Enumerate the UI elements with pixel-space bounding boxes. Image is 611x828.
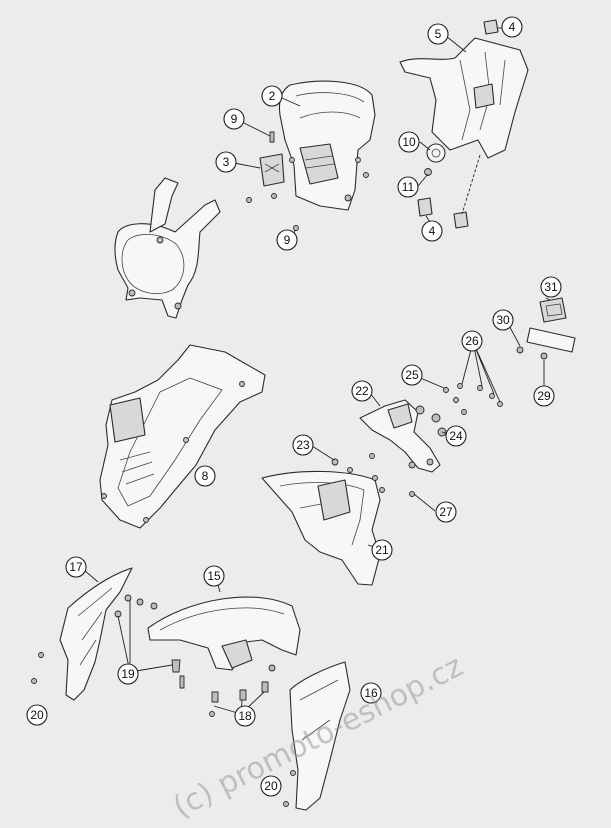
callout-10: 10 — [398, 131, 420, 153]
callout-24-label: 24 — [449, 429, 463, 443]
callout-22: 22 — [351, 380, 373, 402]
callout-2: 2 — [261, 85, 283, 107]
callout-31: 31 — [540, 276, 562, 298]
callout-19-label: 19 — [121, 667, 135, 681]
callout-22-label: 22 — [355, 384, 369, 398]
fasteners-18 — [209, 681, 269, 717]
callout-19: 19 — [117, 663, 139, 685]
callout-3: 3 — [215, 151, 237, 173]
callout-16: 16 — [360, 682, 382, 704]
callout-2-label: 2 — [269, 89, 276, 103]
callout-27: 27 — [435, 501, 457, 523]
callout-9-top: 9 — [223, 108, 245, 130]
instrument-holder — [399, 37, 529, 159]
fasteners-19 — [114, 594, 185, 689]
switch-10-11 — [424, 143, 446, 176]
callout-18-label: 18 — [238, 709, 252, 723]
callout-29: 29 — [533, 385, 555, 407]
callout-5: 5 — [427, 23, 449, 45]
small-bracket-3 — [259, 153, 285, 187]
rubber-parts-4 — [417, 19, 499, 229]
callout-15: 15 — [203, 565, 225, 587]
callout-8: 8 — [194, 465, 216, 487]
callout-10-label: 10 — [402, 135, 416, 149]
license-plate-light-holder — [516, 327, 576, 360]
callout-18: 18 — [234, 705, 256, 727]
callout-25: 25 — [401, 364, 423, 386]
callout-20-left: 20 — [26, 704, 48, 726]
callout-16-label: 16 — [364, 686, 378, 700]
side-panel-left — [31, 567, 133, 701]
callout-4-top: 4 — [501, 16, 523, 38]
callout-21-label: 21 — [375, 543, 389, 557]
headlight-bracket — [114, 177, 221, 319]
callout-11: 11 — [397, 176, 419, 198]
callout-23-label: 23 — [296, 438, 310, 452]
callout-20-left-label: 20 — [30, 708, 44, 722]
callout-27-label: 27 — [439, 505, 453, 519]
callout-4-top-label: 4 — [509, 20, 516, 34]
callout-29-label: 29 — [537, 389, 551, 403]
bolts-26 — [443, 383, 503, 415]
callout-30-label: 30 — [496, 313, 510, 327]
callout-15-label: 15 — [207, 569, 221, 583]
callout-9-top-label: 9 — [231, 112, 238, 126]
headlight-mask — [278, 80, 376, 211]
callout-17: 17 — [65, 556, 87, 578]
nuts-24 — [415, 405, 447, 437]
callout-26: 26 — [461, 330, 483, 352]
callout-4-bottom-label: 4 — [429, 224, 436, 238]
callout-9-bottom-label: 9 — [284, 233, 291, 247]
tail-light — [539, 297, 567, 323]
callout-31-label: 31 — [544, 280, 558, 294]
front-fender — [147, 596, 301, 672]
screw-set-9 — [246, 131, 369, 231]
callout-5-label: 5 — [435, 27, 442, 41]
tail-cover — [261, 453, 415, 586]
callout-4-bottom: 4 — [421, 220, 443, 242]
callout-25-label: 25 — [405, 368, 419, 382]
callout-23: 23 — [292, 434, 314, 456]
callout-21: 21 — [371, 539, 393, 561]
callout-8-label: 8 — [202, 469, 209, 483]
callout-20-right: 20 — [260, 775, 282, 797]
callout-26-label: 26 — [465, 334, 479, 348]
callout-11-label: 11 — [402, 180, 415, 194]
callout-17-label: 17 — [69, 560, 83, 574]
callout-20-right-label: 20 — [264, 779, 278, 793]
callout-30: 30 — [492, 309, 514, 331]
callout-3-label: 3 — [223, 155, 230, 169]
callout-24: 24 — [445, 425, 467, 447]
rear-fender-inner — [99, 344, 266, 529]
plate-bracket — [359, 399, 441, 473]
fork-protector-right — [283, 661, 351, 811]
callout-9-bottom: 9 — [276, 229, 298, 251]
